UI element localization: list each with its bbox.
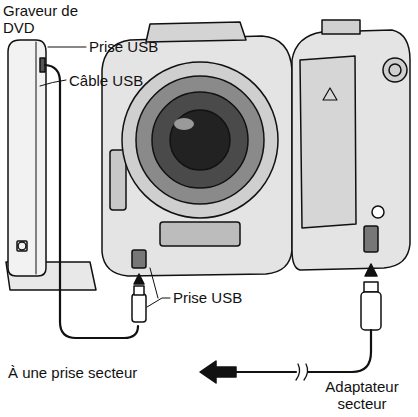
usb-plug xyxy=(132,294,146,322)
cable-label: Câble USB xyxy=(69,72,179,89)
power-label: À une prise secteur xyxy=(8,364,198,381)
dc-in-port xyxy=(364,226,378,252)
device-label: Graveur de DVD xyxy=(3,2,87,36)
adapter-label: Adaptateur secteur xyxy=(312,378,412,412)
ac-plug xyxy=(361,292,381,330)
camera-usb-port xyxy=(132,250,146,268)
burner-body xyxy=(8,40,46,276)
ac-cable xyxy=(308,330,371,372)
camera-lens xyxy=(122,62,278,218)
direction-arrow xyxy=(200,361,236,383)
port-label: Prise USB xyxy=(173,289,283,306)
burner-power-button xyxy=(18,242,26,250)
lcd-panel xyxy=(300,56,356,228)
av-jack xyxy=(372,206,384,218)
camera-back xyxy=(292,30,410,270)
port-label: Prise USB xyxy=(89,38,199,55)
